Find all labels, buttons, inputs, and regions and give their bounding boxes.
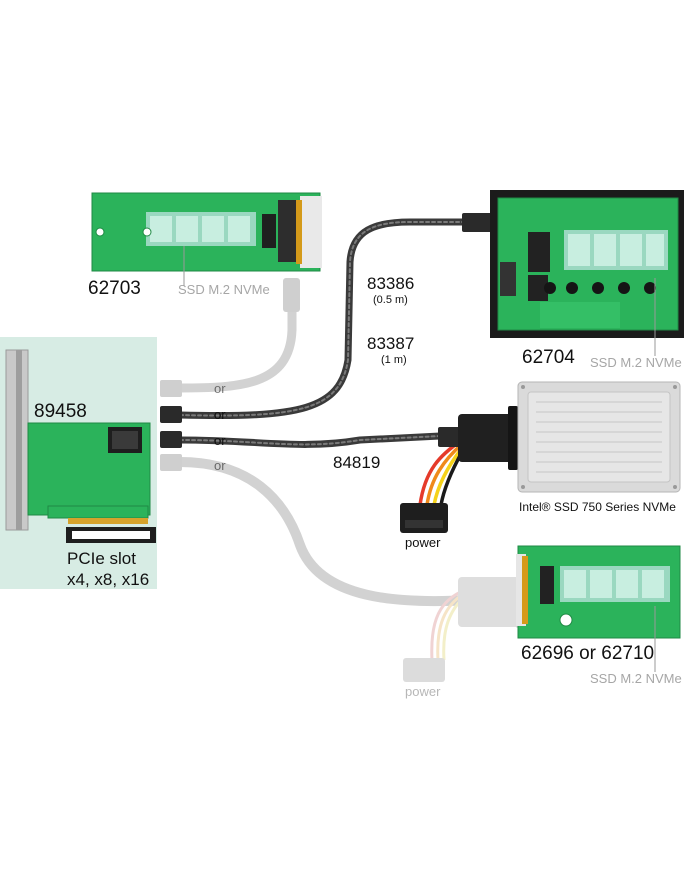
power-label: power: [405, 535, 440, 550]
host-card-code: 89458: [34, 401, 87, 423]
u2-adapter: [438, 427, 460, 447]
card-62703-code: 62703: [88, 278, 141, 300]
host-card-89458: [6, 350, 156, 543]
faded-power-plug: [403, 658, 445, 682]
cable-84819-code: 84819: [333, 453, 380, 473]
or-label-3: or: [214, 433, 226, 448]
cable-83387-length: (1 m): [381, 354, 407, 366]
u2-connector: [458, 414, 514, 462]
faded-u2-adapter: [458, 577, 520, 627]
or-label-1: or: [214, 381, 226, 396]
faded-cable-to-62703: [178, 290, 292, 388]
connector-host-2: [160, 406, 182, 423]
cable-83387-code: 83387: [367, 334, 414, 354]
card-62703: [92, 193, 322, 271]
power-harness: [420, 440, 462, 505]
card-62696-62710-desc: SSD M.2 NVMe: [590, 671, 682, 686]
pcie-slot-label: PCIe slot x4, x8, x16: [67, 548, 149, 590]
card-62703-desc: SSD M.2 NVMe: [178, 282, 270, 297]
bay-62704-code: 62704: [522, 347, 575, 369]
power-label-faded: power: [405, 684, 440, 699]
power-plug: [400, 503, 448, 533]
power-plug-slot: [405, 520, 443, 528]
faded-connector-62703: [283, 278, 300, 312]
faded-connector-host-4: [160, 454, 182, 471]
cable-connector-62704: [462, 213, 492, 232]
connector-host-3: [160, 431, 182, 448]
intel-ssd-desc: Intel® SSD 750 Series NVMe: [519, 500, 676, 514]
faded-connector-host-1: [160, 380, 182, 397]
bay-62704-desc: SSD M.2 NVMe: [590, 355, 682, 370]
card-62696-62710-code: 62696 or 62710: [521, 643, 654, 665]
pcie-line-1: PCIe slot: [67, 548, 149, 569]
cable-83386-length: (0.5 m): [373, 294, 408, 306]
u2-edge: [508, 406, 518, 470]
or-label-2: or: [214, 407, 226, 422]
intel-ssd: [518, 382, 680, 492]
cable-83386-code: 83386: [367, 274, 414, 294]
or-label-4: or: [214, 458, 226, 473]
pcie-line-2: x4, x8, x16: [67, 569, 149, 590]
